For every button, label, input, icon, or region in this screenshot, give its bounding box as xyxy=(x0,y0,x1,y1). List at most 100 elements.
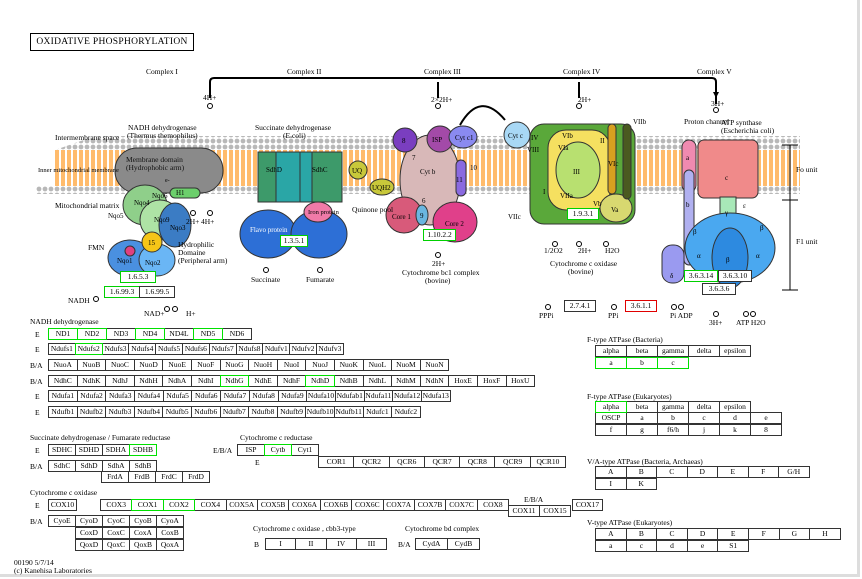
gene-box[interactable]: QoxC xyxy=(102,539,130,551)
gene-box[interactable]: OSCP xyxy=(595,412,627,424)
gene-box[interactable]: NuoG xyxy=(219,359,250,371)
gene-box[interactable]: F xyxy=(747,528,780,540)
gene-box[interactable]: II xyxy=(295,538,327,550)
gene-box[interactable]: a xyxy=(595,357,627,369)
enzyme-box[interactable]: 1.3.5.1 xyxy=(280,235,308,247)
gene-box[interactable]: f xyxy=(595,424,627,436)
gene-box[interactable]: QCR10 xyxy=(529,456,567,468)
gene-box[interactable]: QCR2 xyxy=(353,456,390,468)
gene-box[interactable]: QoxB xyxy=(129,539,157,551)
enzyme-box[interactable]: 1.6.99.3 xyxy=(104,286,140,298)
gene-box[interactable]: Ndufb5 xyxy=(162,406,192,418)
gene-box[interactable]: G/H xyxy=(778,466,810,478)
gene-box[interactable]: NuoA xyxy=(48,359,78,371)
gene-box[interactable]: epsilon xyxy=(719,345,751,357)
gene-box[interactable]: NdhN xyxy=(419,375,450,387)
gene-box[interactable]: e xyxy=(750,412,782,424)
gene-box[interactable]: NuoB xyxy=(76,359,107,371)
gene-box[interactable]: SDHC xyxy=(48,444,76,456)
gene-box[interactable]: NuoK xyxy=(333,359,364,371)
gene-box[interactable]: Ndufab1 xyxy=(334,390,365,402)
gene-box[interactable]: SdhC xyxy=(48,460,76,472)
gene-box[interactable]: Ndufv1 xyxy=(262,343,291,355)
gene-box[interactable]: CydA xyxy=(415,538,448,550)
enzyme-box[interactable]: 1.9.3.1 xyxy=(567,208,599,220)
gene-box[interactable]: HoxE xyxy=(448,375,478,387)
gene-box[interactable]: Ndufv3 xyxy=(315,343,344,355)
gene-box[interactable]: QCR9 xyxy=(494,456,531,468)
gene-box[interactable]: QCR6 xyxy=(388,456,425,468)
gene-box[interactable]: NdhA xyxy=(162,375,192,387)
gene-box[interactable]: a xyxy=(595,540,627,552)
gene-box[interactable]: B xyxy=(625,528,658,540)
gene-box[interactable]: COX6A xyxy=(288,499,321,511)
gene-box[interactable]: SDHA xyxy=(102,444,130,456)
enzyme-box[interactable]: 2.7.4.1 xyxy=(564,300,596,312)
enzyme-box[interactable]: 1.6.99.5 xyxy=(139,286,175,298)
gene-box[interactable]: j xyxy=(688,424,720,436)
gene-box[interactable]: COX15 xyxy=(539,505,571,517)
gene-box[interactable]: Ndufa4 xyxy=(134,390,164,402)
gene-box[interactable]: C xyxy=(656,528,688,540)
gene-box[interactable]: III xyxy=(355,538,388,550)
gene-box[interactable]: QoxD xyxy=(75,539,103,551)
gene-box[interactable]: I xyxy=(265,538,297,550)
gene-box[interactable]: K xyxy=(625,478,657,490)
gene-box[interactable]: Ndufb11 xyxy=(333,406,364,418)
gene-box[interactable]: ND2 xyxy=(77,328,107,340)
gene-box[interactable]: COX7A xyxy=(382,499,415,511)
gene-box[interactable]: c xyxy=(657,357,689,369)
gene-box[interactable]: D xyxy=(686,466,718,478)
gene-box[interactable]: 8 xyxy=(750,424,782,436)
gene-box[interactable]: NdhF xyxy=(276,375,307,387)
gene-box[interactable]: CyoB xyxy=(129,515,157,527)
gene-box[interactable]: Ndufb6 xyxy=(190,406,221,418)
gene-box[interactable]: c xyxy=(625,540,658,552)
gene-box[interactable]: Ndufb2 xyxy=(76,406,107,418)
gene-box[interactable]: b xyxy=(657,412,689,424)
gene-box[interactable]: C xyxy=(656,466,688,478)
gene-box[interactable]: COX8 xyxy=(476,499,510,511)
gene-box[interactable]: ND1 xyxy=(48,328,78,340)
gene-box[interactable]: Ndufa3 xyxy=(105,390,136,402)
gene-box[interactable]: Ndufb10 xyxy=(305,406,335,418)
gene-box[interactable]: NuoL xyxy=(362,359,393,371)
gene-box[interactable]: Ndufs4 xyxy=(128,343,157,355)
gene-box[interactable]: delta xyxy=(688,345,720,357)
gene-box[interactable]: NuoI xyxy=(276,359,307,371)
gene-box[interactable]: ISP xyxy=(237,444,265,456)
gene-box[interactable]: NuoF xyxy=(190,359,221,371)
gene-box[interactable]: NuoC xyxy=(105,359,135,371)
enzyme-box[interactable]: 1.6.5.3 xyxy=(120,271,156,283)
gene-box[interactable]: COR1 xyxy=(318,456,355,468)
gene-box[interactable]: COX10 xyxy=(48,499,77,511)
gene-box[interactable]: NdhJ xyxy=(105,375,135,387)
gene-box[interactable]: E xyxy=(717,466,749,478)
gene-box[interactable]: CyoE xyxy=(48,515,76,527)
gene-box[interactable]: G xyxy=(778,528,811,540)
gene-box[interactable]: FrdC xyxy=(155,471,183,483)
gene-box[interactable]: Ndufb8 xyxy=(248,406,278,418)
gene-box[interactable]: NdhB xyxy=(333,375,364,387)
gene-box[interactable]: NuoN xyxy=(419,359,450,371)
gene-box[interactable]: SDHB xyxy=(129,444,157,456)
gene-box[interactable]: e xyxy=(686,540,719,552)
gene-box[interactable]: ND4 xyxy=(135,328,165,340)
gene-box[interactable]: COX7B xyxy=(413,499,447,511)
gene-box[interactable]: IV xyxy=(325,538,357,550)
gene-box[interactable]: Ndufa7 xyxy=(220,390,250,402)
gene-box[interactable]: CoxB xyxy=(156,527,184,539)
gene-box[interactable]: H xyxy=(809,528,841,540)
gene-box[interactable]: COX3 xyxy=(100,499,133,511)
enzyme-box[interactable]: 3.6.3.10 xyxy=(718,270,752,282)
gene-box[interactable]: NuoE xyxy=(162,359,192,371)
gene-box[interactable]: Cytb xyxy=(264,444,292,456)
gene-box[interactable]: QoxA xyxy=(156,539,184,551)
gene-box[interactable]: Ndufs2 xyxy=(74,343,103,355)
gene-box[interactable]: Ndufb9 xyxy=(276,406,307,418)
gene-box[interactable]: QCR8 xyxy=(459,456,496,468)
gene-box[interactable]: f6/h xyxy=(657,424,689,436)
gene-box[interactable]: NdhI xyxy=(190,375,221,387)
gene-box[interactable]: Ndufa8 xyxy=(248,390,279,402)
gene-box[interactable]: Ndufb4 xyxy=(133,406,164,418)
